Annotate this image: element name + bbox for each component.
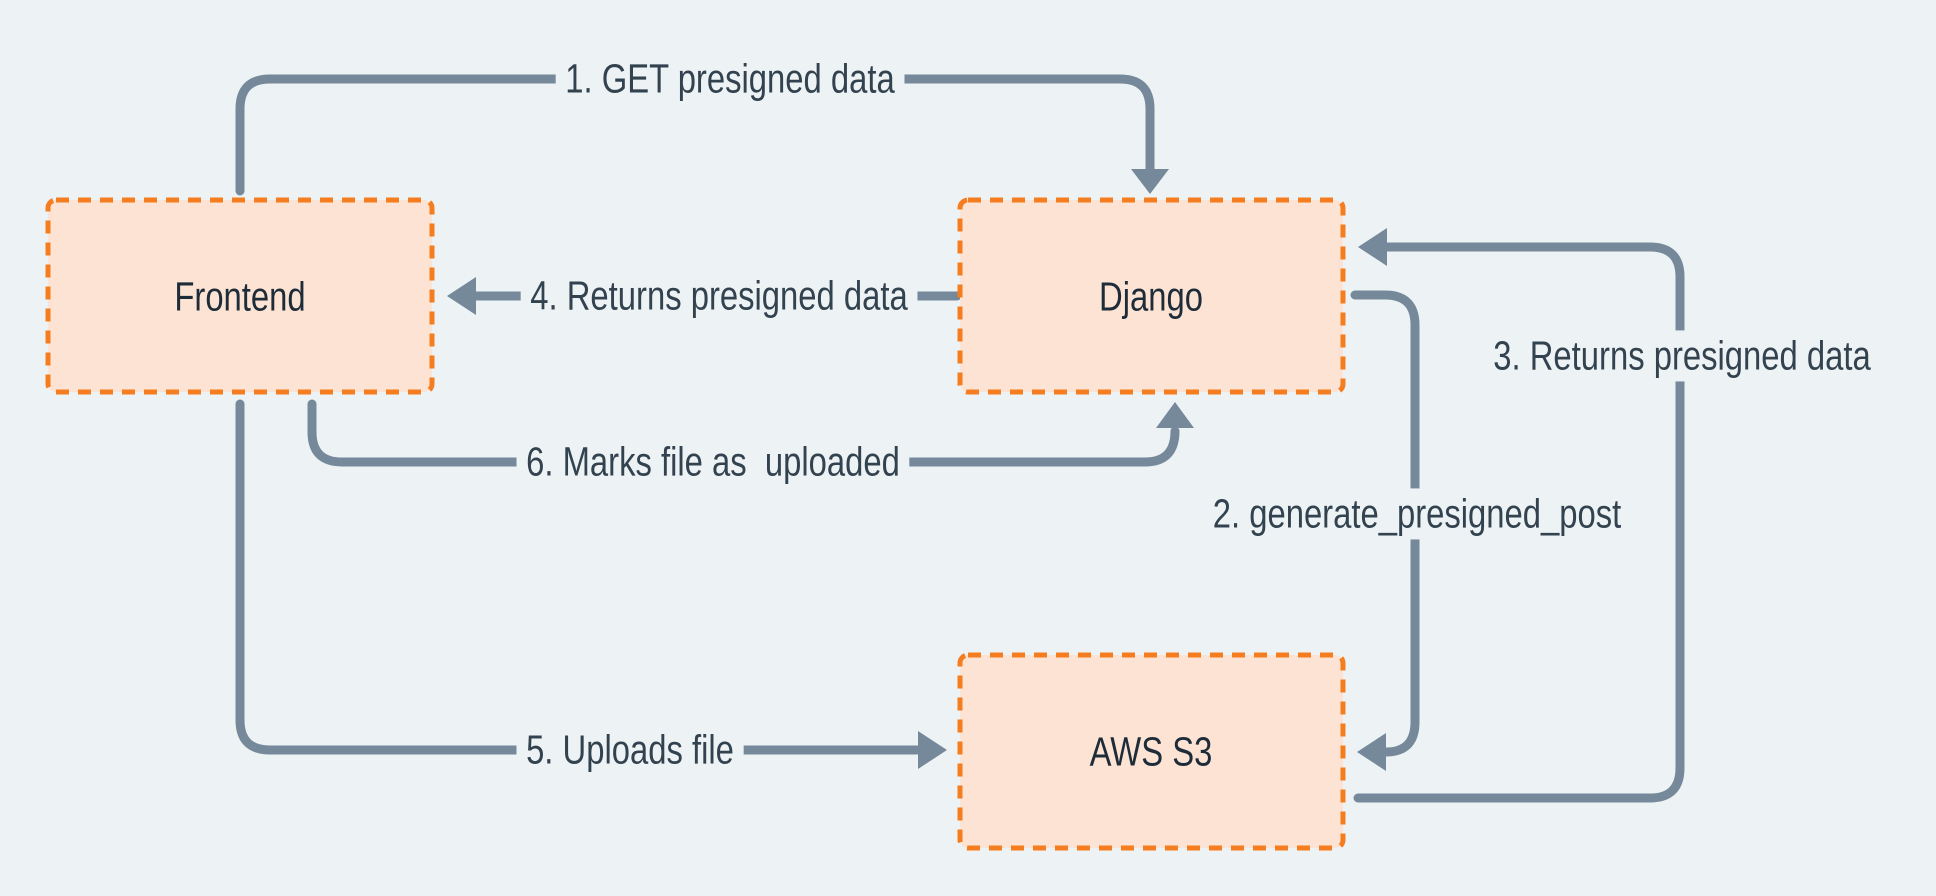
edge-3-arrowhead	[1358, 228, 1387, 266]
edge-2-label: 2. generate_presigned_post	[1203, 488, 1631, 540]
node-frontend-label: Frontend	[174, 273, 306, 320]
edge-4-arrowhead	[447, 277, 476, 315]
node-django-box	[957, 197, 1346, 395]
node-aws-s3-label: AWS S3	[1089, 728, 1213, 775]
edge-2-line	[1350, 290, 1420, 757]
edge-1-label: 1. GET presigned data	[555, 53, 905, 105]
edge-2-arrowhead	[1357, 733, 1386, 771]
edge-3-label: 3. Returns presigned data	[1483, 330, 1881, 382]
edge-3-line	[1353, 242, 1685, 803]
edge-5-label: 5. Uploads file	[516, 724, 744, 776]
edge-4-label: 4. Returns presigned data	[520, 270, 918, 322]
node-aws-s3-box	[957, 652, 1346, 851]
edge-6-line	[307, 399, 1180, 467]
edge-6-label: 6. Marks file as uploaded	[516, 436, 910, 488]
edge-5-line	[235, 399, 922, 755]
edge-1-arrowhead	[1131, 169, 1169, 194]
edge-6-arrowhead	[1156, 402, 1194, 428]
edge-5-arrowhead	[918, 731, 947, 769]
node-django-label: Django	[1099, 273, 1203, 320]
node-frontend-box	[45, 197, 435, 395]
